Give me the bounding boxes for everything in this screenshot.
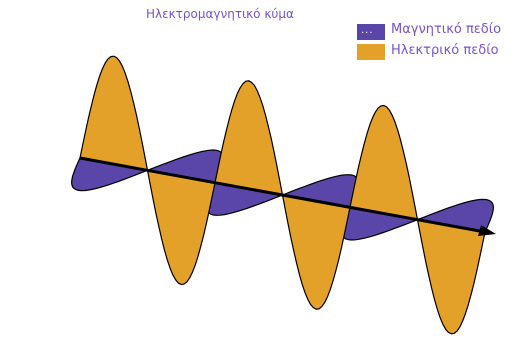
propagation-axis-line (79, 156, 486, 234)
propagation-arrow-icon (478, 225, 496, 236)
electric-lobe (79, 55, 149, 172)
magnetic-field-swatch-icon: ... (357, 24, 385, 40)
magnetic-lobe (70, 157, 150, 192)
electric-lobe (146, 169, 216, 286)
electric-lobe (281, 194, 351, 310)
electric-lobe (214, 80, 284, 196)
legend: ... Μαγνητικό πεδίο Ηλεκτρικό πεδίο (357, 19, 513, 60)
propagation-axis (79, 156, 496, 236)
legend-label-electric-field: Ηλεκτρικό πεδίο (391, 43, 499, 58)
electric-field-swatch-icon (357, 44, 385, 60)
electric-lobe (349, 104, 419, 221)
electric-lobe (416, 218, 486, 335)
legend-item-magnetic-field: ... Μαγνητικό πεδίο (357, 19, 513, 41)
diagram-title: Ηλεκτρομαγνητικό κύμα (146, 7, 294, 21)
legend-label-magnetic-field: Μαγνητικό πεδίο (391, 22, 502, 37)
magnetic-lobe (415, 198, 495, 233)
legend-item-electric-field: Ηλεκτρικό πεδίο (357, 41, 513, 60)
electric-field-wave (79, 55, 486, 335)
swatch-marker-text: ... (361, 25, 374, 36)
